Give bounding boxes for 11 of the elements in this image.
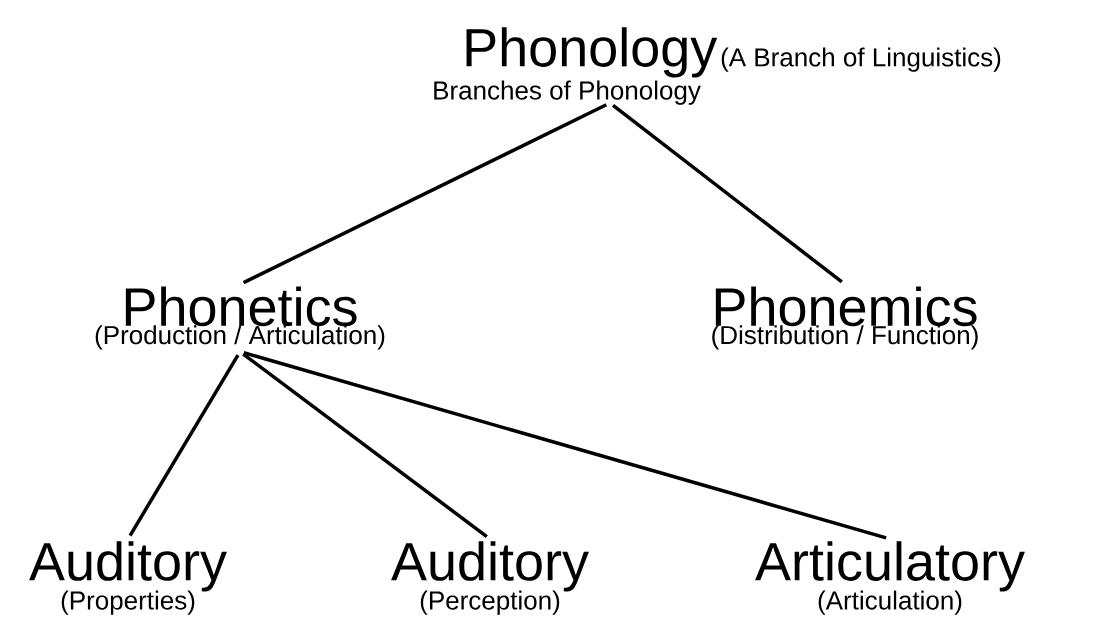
branch-heading: Phonetics (Production / Articulation) <box>95 286 385 350</box>
connector-line <box>242 352 488 538</box>
branch-heading: Phonemics (Distribution / Function) <box>712 286 978 350</box>
connector-line <box>128 354 240 537</box>
connector-line <box>242 103 608 285</box>
connector-line <box>243 351 887 540</box>
connector-line <box>612 104 843 284</box>
title-heading: Phonology(A Branch of Linguistics) Branches of Phonology <box>434 27 1001 105</box>
branch-heading: Articulatory (Articulation) <box>755 541 1025 615</box>
branch-heading: Auditory (Perception) <box>391 541 589 615</box>
branch-heading: Auditory (Properties) <box>29 541 227 615</box>
